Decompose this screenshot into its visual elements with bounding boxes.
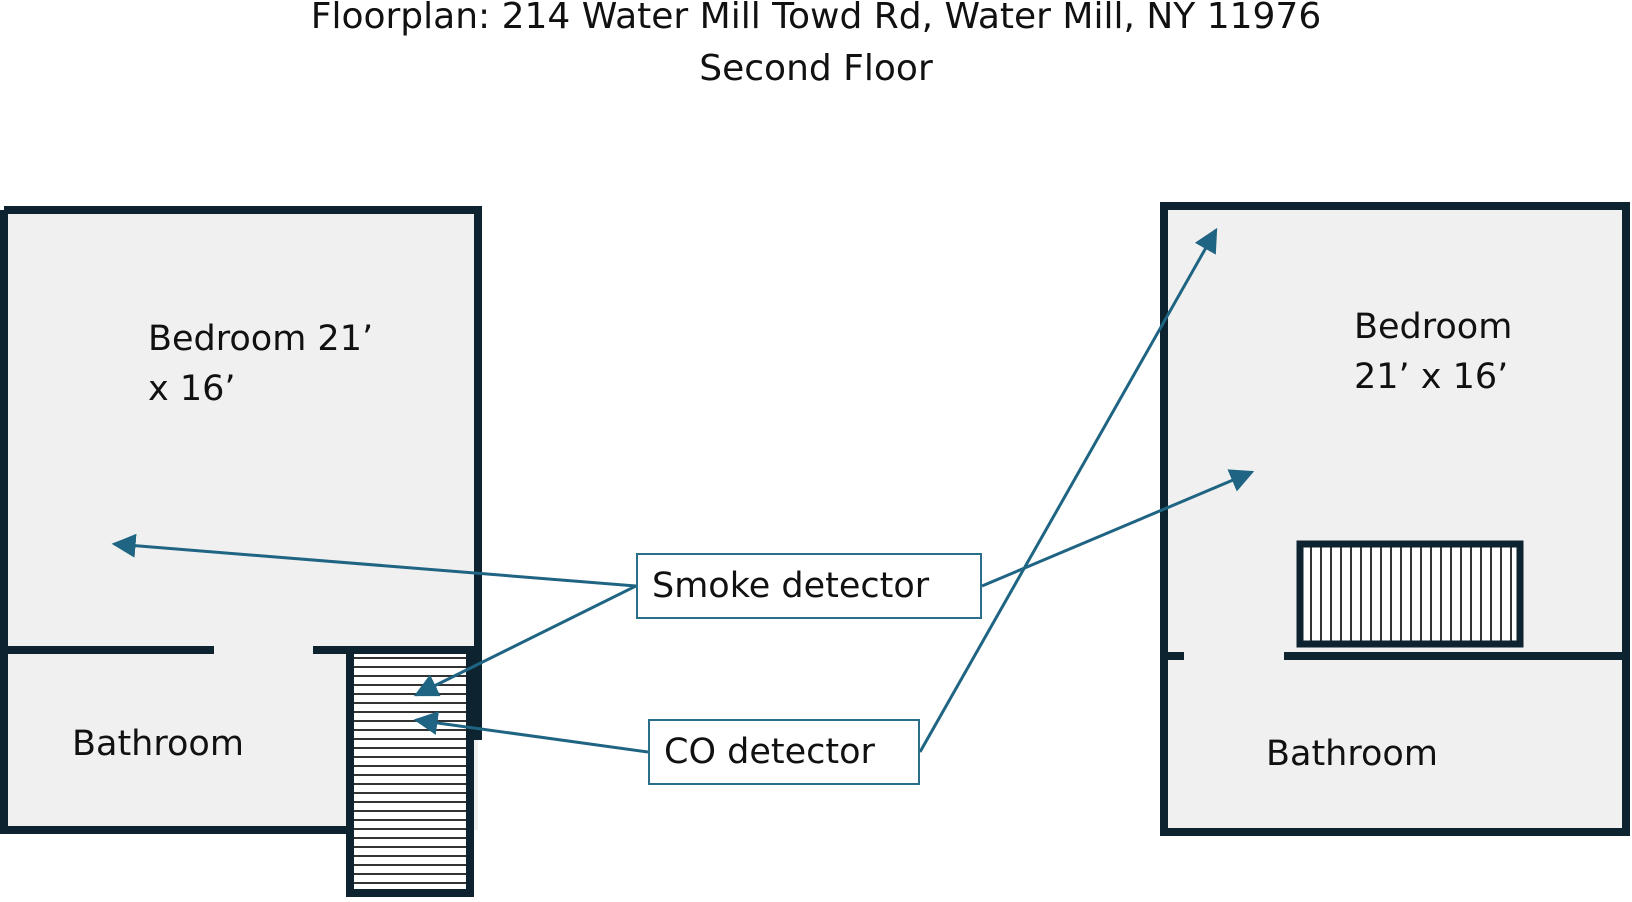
right-bathroom-label: Bathroom — [1266, 734, 1438, 774]
co-detector-callout: CO detector — [648, 719, 920, 785]
smoke-detector-callout: Smoke detector — [636, 553, 982, 619]
left-bedroom-label-line1: Bedroom 21’ — [148, 319, 374, 359]
smoke-detector-label: Smoke detector — [652, 566, 930, 606]
left-bedroom-label-line2: x 16’ — [148, 369, 236, 409]
right-bedroom-label-line1: Bedroom — [1354, 307, 1513, 347]
left-unit-outer-wall — [0, 206, 482, 834]
arrow-co-right-bedroom — [918, 227, 1218, 753]
co-detector-label: CO detector — [664, 732, 875, 772]
arrow-smoke-left-bedroom — [111, 533, 637, 588]
right-stairs — [1296, 540, 1524, 648]
right-unit — [1160, 202, 1630, 836]
right-bedroom-label-line2: 21’ x 16’ — [1354, 357, 1509, 397]
arrow-smoke-left-stairs — [413, 584, 637, 697]
diagram-title: Floorplan: 214 Water Mill Towd Rd, Water… — [310, 0, 1322, 37]
left-unit — [0, 206, 482, 897]
left-stairs — [346, 646, 474, 897]
right-bedroom-floor — [1160, 202, 1630, 836]
detector-arrows — [111, 227, 1255, 754]
diagram-subtitle: Second Floor — [699, 48, 933, 89]
arrow-smoke-right-bedroom — [981, 469, 1255, 588]
arrow-co-left-stairs — [413, 711, 649, 754]
left-bathroom-label: Bathroom — [72, 724, 244, 764]
